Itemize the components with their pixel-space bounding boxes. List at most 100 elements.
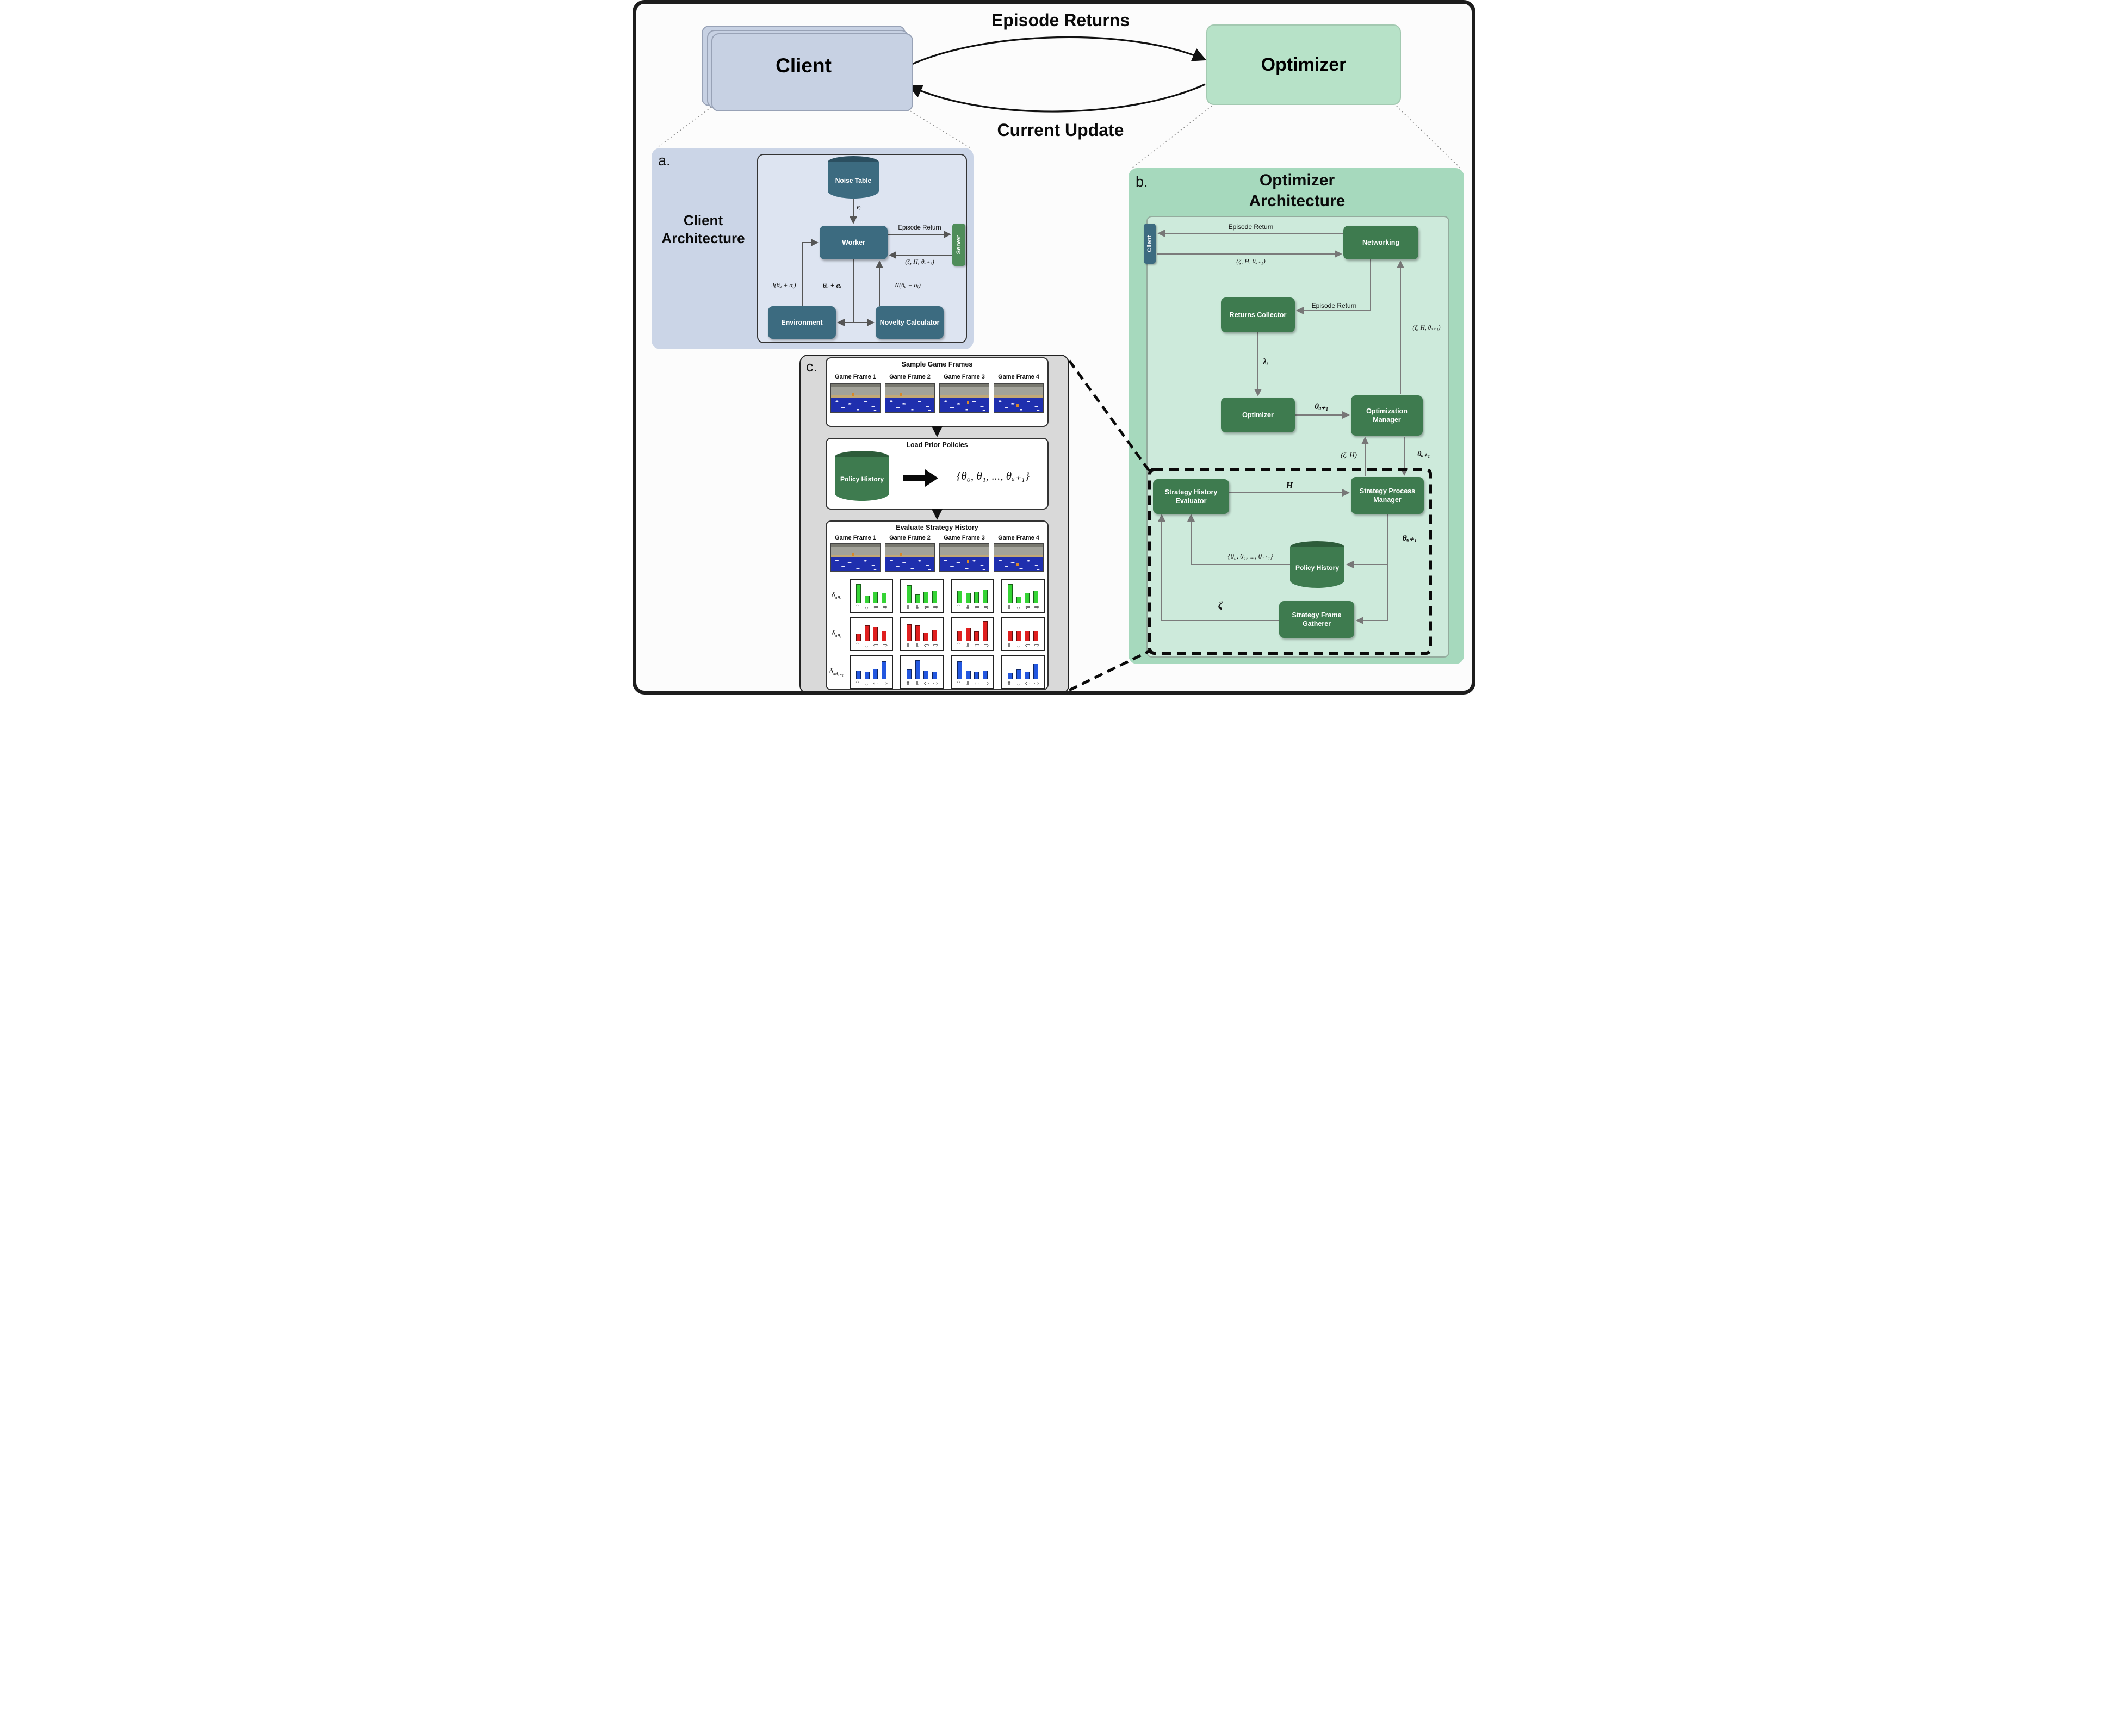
action-arrow-icon: ⇧: [854, 604, 860, 611]
action-arrow-icon: ⇦: [923, 680, 929, 687]
lambda-label: λᵢ: [1263, 357, 1268, 367]
action-arrow-icon: ⇧: [956, 642, 962, 649]
action-arrow-icon: ⇦: [974, 680, 980, 687]
action-arrow-icon: ⇨: [933, 642, 939, 649]
action-arrow-icon: ⇨: [983, 642, 989, 649]
bar: [864, 672, 870, 679]
bar: [957, 630, 963, 641]
eval-frame-2-image: [885, 543, 935, 572]
game-frame-4-label: Game Frame 4: [998, 374, 1039, 380]
action-arrow-icon: ⇨: [983, 680, 989, 687]
game-frame-2-label: Game Frame 2: [889, 374, 931, 380]
game-frame-1-image: [830, 383, 881, 413]
bar: [1033, 630, 1038, 641]
worker-node: Worker: [820, 226, 888, 259]
game-frame-2-image: [885, 383, 935, 413]
bar: [1008, 630, 1013, 641]
action-arrow-icon: ⇧: [854, 680, 860, 687]
bar-chart-r3c4: ⇧⇩⇦⇨: [1001, 655, 1045, 689]
eval-row-3-label: δπθᵤ₊₁: [829, 667, 844, 677]
bar: [1008, 673, 1013, 679]
optimizer-architecture-title: Optimizer Architecture: [1180, 170, 1414, 211]
bar: [957, 590, 963, 603]
strategy-frame-gatherer-node: Strategy Frame Gatherer: [1279, 601, 1354, 638]
episode-returns-arrow: [907, 36, 1207, 67]
bar: [1033, 663, 1038, 679]
client-architecture-title: Client Architecture: [654, 212, 753, 247]
bar: [957, 661, 963, 679]
eval-frame-1-label: Game Frame 1: [835, 535, 876, 541]
novelty-eval-label: N(θᵤ + αᵢ): [895, 281, 921, 289]
bar: [873, 668, 878, 679]
evaluate-strategy-history-title: Evaluate Strategy History: [896, 524, 978, 531]
j-eval-label: J(θᵤ + αᵢ): [771, 281, 796, 289]
action-arrow-icon: ⇧: [905, 680, 911, 687]
bar: [856, 671, 861, 679]
bar: [907, 585, 912, 603]
bar-chart-r1c1: ⇧⇩⇦⇨: [850, 579, 893, 613]
client-architecture-title-line2: Architecture: [661, 230, 745, 246]
policy-set-label-b: {θ₀, θ₁, ..., θᵤ₊₁}: [1227, 552, 1273, 560]
bar: [1016, 669, 1021, 679]
eval-row-1-label: δπθ₀: [831, 591, 842, 600]
client-card-label: Client: [776, 54, 832, 77]
action-arrow-icon: ⇩: [864, 680, 870, 687]
figure-canvas: Episode Returns Client Optimizer Current…: [633, 0, 1475, 695]
bar-chart-r1c4: ⇧⇩⇦⇨: [1001, 579, 1045, 613]
bar: [932, 672, 937, 679]
eval-row-2-label: δπθ₁: [831, 629, 842, 638]
optimizer-architecture-inner: [1146, 216, 1449, 658]
bar: [873, 591, 878, 603]
bar: [965, 627, 971, 641]
action-arrow-icon: ⇧: [905, 642, 911, 649]
action-arrow-icon: ⇨: [882, 680, 888, 687]
action-arrow-icon: ⇨: [882, 642, 888, 649]
strategy-history-evaluator-node: Strategy History Evaluator: [1153, 479, 1229, 514]
noise-table-cylinder: Noise Table: [828, 156, 879, 199]
bar: [907, 669, 912, 679]
action-arrow-icon: ⇦: [923, 604, 929, 611]
action-arrow-icon: ⇨: [1034, 604, 1040, 611]
action-arrow-icon: ⇦: [873, 642, 879, 649]
environment-node: Environment: [768, 306, 836, 339]
bar: [932, 629, 937, 641]
action-arrow-icon: ⇩: [1015, 604, 1021, 611]
action-arrow-icon: ⇧: [956, 604, 962, 611]
current-update-arrow: [908, 83, 1206, 113]
bar: [982, 621, 988, 641]
load-prior-policies-title: Load Prior Policies: [906, 441, 968, 449]
returns-collector-node: Returns Collector: [1221, 297, 1295, 332]
bar: [923, 633, 929, 641]
bar: [923, 591, 929, 603]
current-update-label: Current Update: [997, 120, 1124, 140]
bar: [1025, 672, 1030, 679]
game-frame-1-label: Game Frame 1: [835, 374, 876, 380]
bar-chart-r2c4: ⇧⇩⇦⇨: [1001, 617, 1045, 651]
action-arrow-icon: ⇨: [1034, 680, 1040, 687]
bar: [1025, 630, 1030, 641]
update-tuple-label-a: (ζ, H, θᵤ₊₁): [905, 258, 934, 265]
h-label: H: [1286, 480, 1293, 491]
eval-frame-2-label: Game Frame 2: [889, 535, 931, 541]
bar: [856, 634, 861, 641]
bar-chart-r1c2: ⇧⇩⇦⇨: [900, 579, 944, 613]
optimizer-zoom-line-right: [1396, 106, 1461, 169]
eval-frame-3-label: Game Frame 3: [944, 535, 985, 541]
bar: [915, 660, 920, 679]
policy-history-label-c: Policy History: [840, 475, 884, 483]
bar: [1008, 584, 1013, 603]
episode-return-mid-label: Episode Return: [1311, 302, 1357, 309]
panel-b-tag: b.: [1136, 173, 1148, 190]
action-arrow-icon: ⇩: [914, 642, 920, 649]
action-arrow-icon: ⇦: [873, 604, 879, 611]
action-arrow-icon: ⇩: [1015, 680, 1021, 687]
optimizer-node: Optimizer: [1221, 398, 1295, 432]
bar: [1016, 630, 1021, 641]
action-arrow-icon: ⇦: [873, 680, 879, 687]
bar: [864, 625, 870, 641]
eval-frame-4-image: [994, 543, 1044, 572]
panel-c-tag: c.: [806, 358, 818, 375]
optimization-manager-node: Optimization Manager: [1351, 395, 1423, 436]
episode-return-top-label: Episode Return: [1228, 223, 1274, 231]
action-arrow-icon: ⇩: [965, 680, 971, 687]
